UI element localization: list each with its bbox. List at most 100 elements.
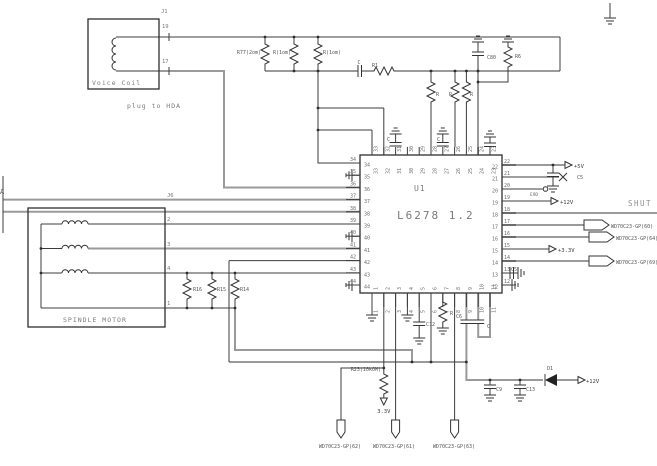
- pin-number: 5: [421, 310, 427, 313]
- pin-number: 10: [480, 307, 486, 313]
- pin-number: 9: [468, 287, 474, 290]
- resistor-r1om-a-icon: [289, 41, 299, 67]
- r1-label: R1: [372, 63, 378, 69]
- pin-number: 22: [504, 159, 510, 165]
- pin-number: 35: [364, 175, 370, 181]
- pin-number: 3: [397, 310, 403, 313]
- pin-number: 26: [456, 146, 462, 152]
- c-top1-label: C: [387, 137, 390, 143]
- connector-j6-label: J6: [167, 193, 174, 199]
- resistor-rtop2-icon: [450, 79, 460, 105]
- pin-number: 15: [492, 249, 498, 255]
- pin-number: 30: [409, 168, 415, 174]
- ground-right-icon: [517, 266, 525, 280]
- pin-number: 31: [397, 146, 403, 152]
- pin-number: 16: [504, 231, 510, 237]
- diode-d1-icon: [544, 374, 557, 386]
- pin-number: 41: [350, 242, 356, 248]
- pin-number: 3: [397, 287, 403, 290]
- pin-number: 34: [350, 157, 356, 163]
- resistor-r6-icon: [503, 44, 513, 70]
- c-bot-label: C: [487, 324, 490, 330]
- pin-number: 43: [350, 267, 356, 273]
- pin-number: 7: [444, 287, 450, 290]
- j6-pin3-label: 3: [167, 242, 170, 248]
- sense-resistor-stubs: [264, 37, 561, 71]
- pin-number: 25: [468, 168, 474, 174]
- capacitor-c12-icon: [413, 321, 426, 326]
- gp64-label: WD70C23-GP(64): [616, 236, 657, 242]
- j6-pin2-label: 2: [167, 217, 170, 223]
- ground-icon: [513, 394, 527, 402]
- text-labels: J1 19 17 Voice Coil plug to HDA R77(2om)…: [0, 9, 657, 450]
- ground-up-icon: [483, 130, 497, 138]
- bottom-rail-1: [234, 308, 413, 362]
- pin42-wire: [228, 260, 360, 362]
- ground-icon: [365, 314, 379, 322]
- c5b-label: C5: [511, 267, 517, 273]
- pin-number: 42: [364, 260, 370, 266]
- power-arrow-icon: [548, 245, 557, 253]
- pin-number: 19: [504, 195, 510, 201]
- r6-label: R6: [515, 54, 521, 60]
- pin-number: 23: [492, 146, 498, 152]
- plus12v-label: +12V: [560, 200, 574, 206]
- capacitor-cbot-icon: [472, 319, 485, 324]
- spindle-motor-label: SPINDLE MOTOR: [63, 316, 127, 324]
- pin-number: 44: [350, 279, 356, 285]
- pin-number: 26: [456, 168, 462, 174]
- pin-number: 2: [385, 310, 391, 313]
- c13-label: C13: [526, 387, 535, 393]
- voice-coil-return-wire: [116, 70, 360, 189]
- spindle-motor-box: [27, 207, 166, 328]
- shut-label: SHUT: [628, 199, 652, 208]
- resistor-r16-icon: [182, 276, 192, 302]
- r16-label: R16: [193, 287, 202, 293]
- connector-flag-down-icon: [450, 419, 460, 439]
- resistor-r14-icon: [230, 276, 240, 302]
- connector-j1-label: J1: [161, 9, 168, 15]
- pin-number: 36: [350, 181, 356, 187]
- pin10-11-loop-wire: [477, 293, 491, 338]
- ic-pins: 3434353536363737383839394040414142424343…: [346, 146, 516, 313]
- pin-number: 24: [480, 146, 486, 152]
- c12-label: C12: [426, 322, 435, 328]
- pin-number: 21: [504, 171, 510, 177]
- pin-number: 13: [492, 273, 498, 279]
- r1om-b-label: R(1om): [323, 50, 341, 56]
- pin-number: 17: [504, 219, 510, 225]
- pin-number: 37: [364, 199, 370, 205]
- a-flag-label: A: [0, 188, 5, 196]
- gp69-label: WD70C23-GP(69): [616, 260, 657, 266]
- pin-number: 1: [374, 287, 380, 290]
- no-connect-x-icon: [558, 172, 568, 182]
- capacitor-c13-icon: [514, 384, 526, 389]
- pin-number: 33: [374, 168, 380, 174]
- r-top1-label: R: [436, 92, 440, 98]
- pin-number: 29: [421, 168, 427, 174]
- plus12v-b-label: +12V: [586, 379, 600, 385]
- ground-icon: [483, 394, 497, 402]
- pin-number: 11: [492, 307, 498, 313]
- c-top2-label: C: [437, 137, 440, 143]
- pin-number: 2: [385, 287, 391, 290]
- voice-coil-label: Voice Coil: [92, 79, 141, 87]
- capacitor-c5-icon: [547, 172, 559, 177]
- pin-number: 41: [364, 248, 370, 254]
- ground-up-icon: [389, 127, 403, 135]
- pin-number: 30: [409, 146, 415, 152]
- pin-number: 40: [350, 230, 356, 236]
- gp61-label: WD70C23-GP(61): [373, 444, 415, 450]
- pin-number: 14: [492, 261, 498, 267]
- pin-number: 37: [350, 194, 356, 200]
- pin-number: 42: [350, 255, 356, 261]
- pin-number: 24: [480, 168, 486, 174]
- j6-pin4-label: 4: [167, 266, 171, 272]
- pin-number: 12: [492, 285, 498, 291]
- pin-number: 6: [433, 287, 439, 290]
- pin-number: 43: [364, 272, 370, 278]
- v3-3-label: 3.3V: [377, 409, 391, 415]
- pin-number: 40: [364, 236, 370, 242]
- pin-number: 20: [504, 183, 510, 189]
